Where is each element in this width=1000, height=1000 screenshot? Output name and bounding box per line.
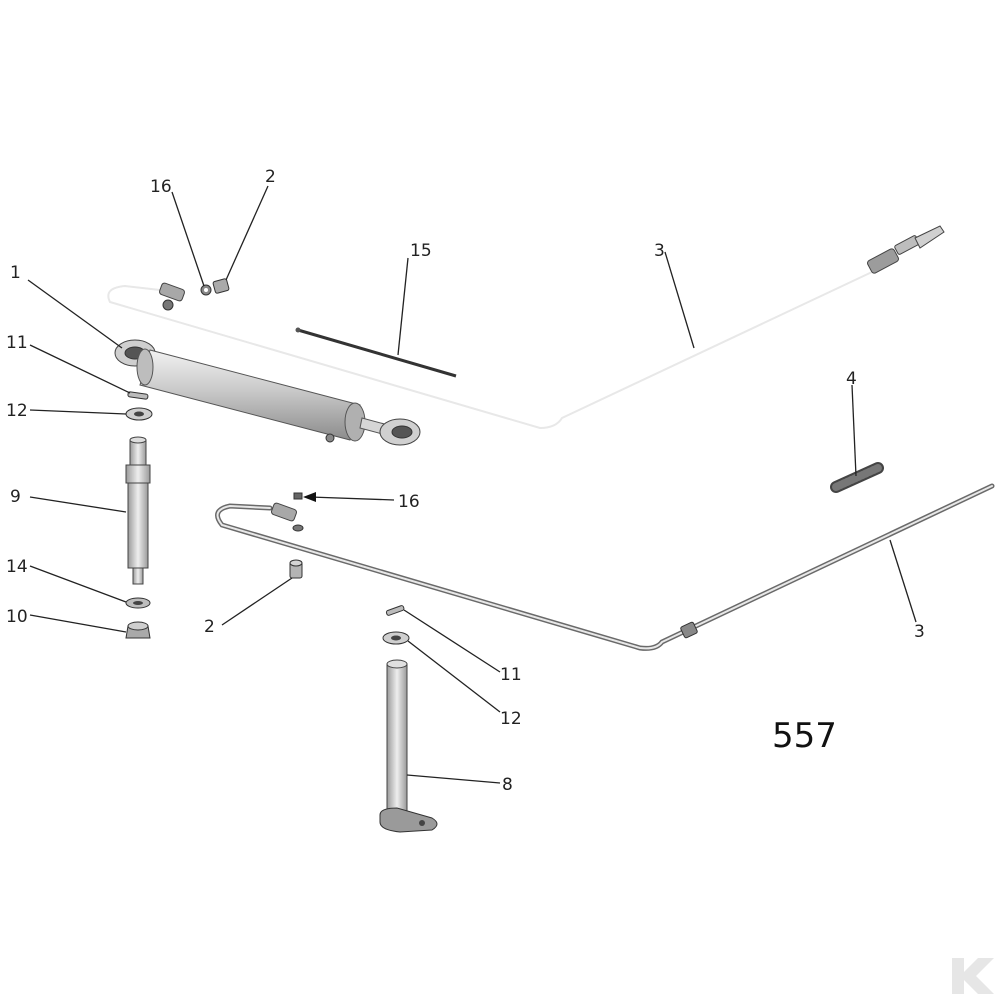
spring-part-4 bbox=[830, 462, 884, 493]
callout-9: 9 bbox=[10, 487, 21, 507]
page-number: 557 bbox=[772, 716, 837, 756]
callout-4: 4 bbox=[846, 369, 857, 389]
pin-part-11-bottom bbox=[385, 605, 405, 616]
nut-part-10 bbox=[125, 621, 151, 639]
pipe-upper bbox=[107, 225, 945, 430]
fitting-16-mid bbox=[292, 492, 304, 532]
callout-11-bottom: 11 bbox=[500, 665, 522, 685]
rod-part-15 bbox=[295, 327, 457, 378]
pipe-lower bbox=[215, 483, 995, 651]
callout-12-top: 12 bbox=[6, 401, 28, 421]
callout-10: 10 bbox=[6, 607, 28, 627]
callout-3-top: 3 bbox=[654, 241, 665, 261]
hydraulic-cylinder bbox=[114, 339, 421, 446]
washer-part-12-top bbox=[125, 407, 153, 421]
shaft-part-9 bbox=[125, 436, 151, 585]
callout-labels: 16 2 15 3 1 11 12 9 14 10 4 16 2 3 11 12… bbox=[6, 167, 925, 795]
leader-lines bbox=[27, 185, 917, 784]
brand-logo bbox=[952, 958, 994, 994]
callout-16-mid: 16 bbox=[398, 492, 420, 512]
pivot-pin-part-8 bbox=[379, 659, 438, 833]
fitting-2-top bbox=[212, 278, 230, 294]
callout-16-top: 16 bbox=[150, 177, 172, 197]
callout-12-bottom: 12 bbox=[500, 709, 522, 729]
washer-part-12-bottom bbox=[382, 631, 410, 645]
washer-part-14 bbox=[125, 597, 151, 609]
callout-2-top: 2 bbox=[265, 167, 276, 187]
fitting-16-top bbox=[200, 284, 212, 296]
pin-part-11-top bbox=[127, 391, 149, 400]
callout-2-bottom: 2 bbox=[204, 617, 215, 637]
callout-11-top: 11 bbox=[6, 333, 28, 353]
callout-3-bottom: 3 bbox=[914, 622, 925, 642]
callout-8: 8 bbox=[502, 775, 513, 795]
fitting-2-bottom bbox=[289, 559, 303, 579]
callout-15: 15 bbox=[410, 241, 432, 261]
callout-1: 1 bbox=[10, 263, 21, 283]
callout-14: 14 bbox=[6, 557, 28, 577]
